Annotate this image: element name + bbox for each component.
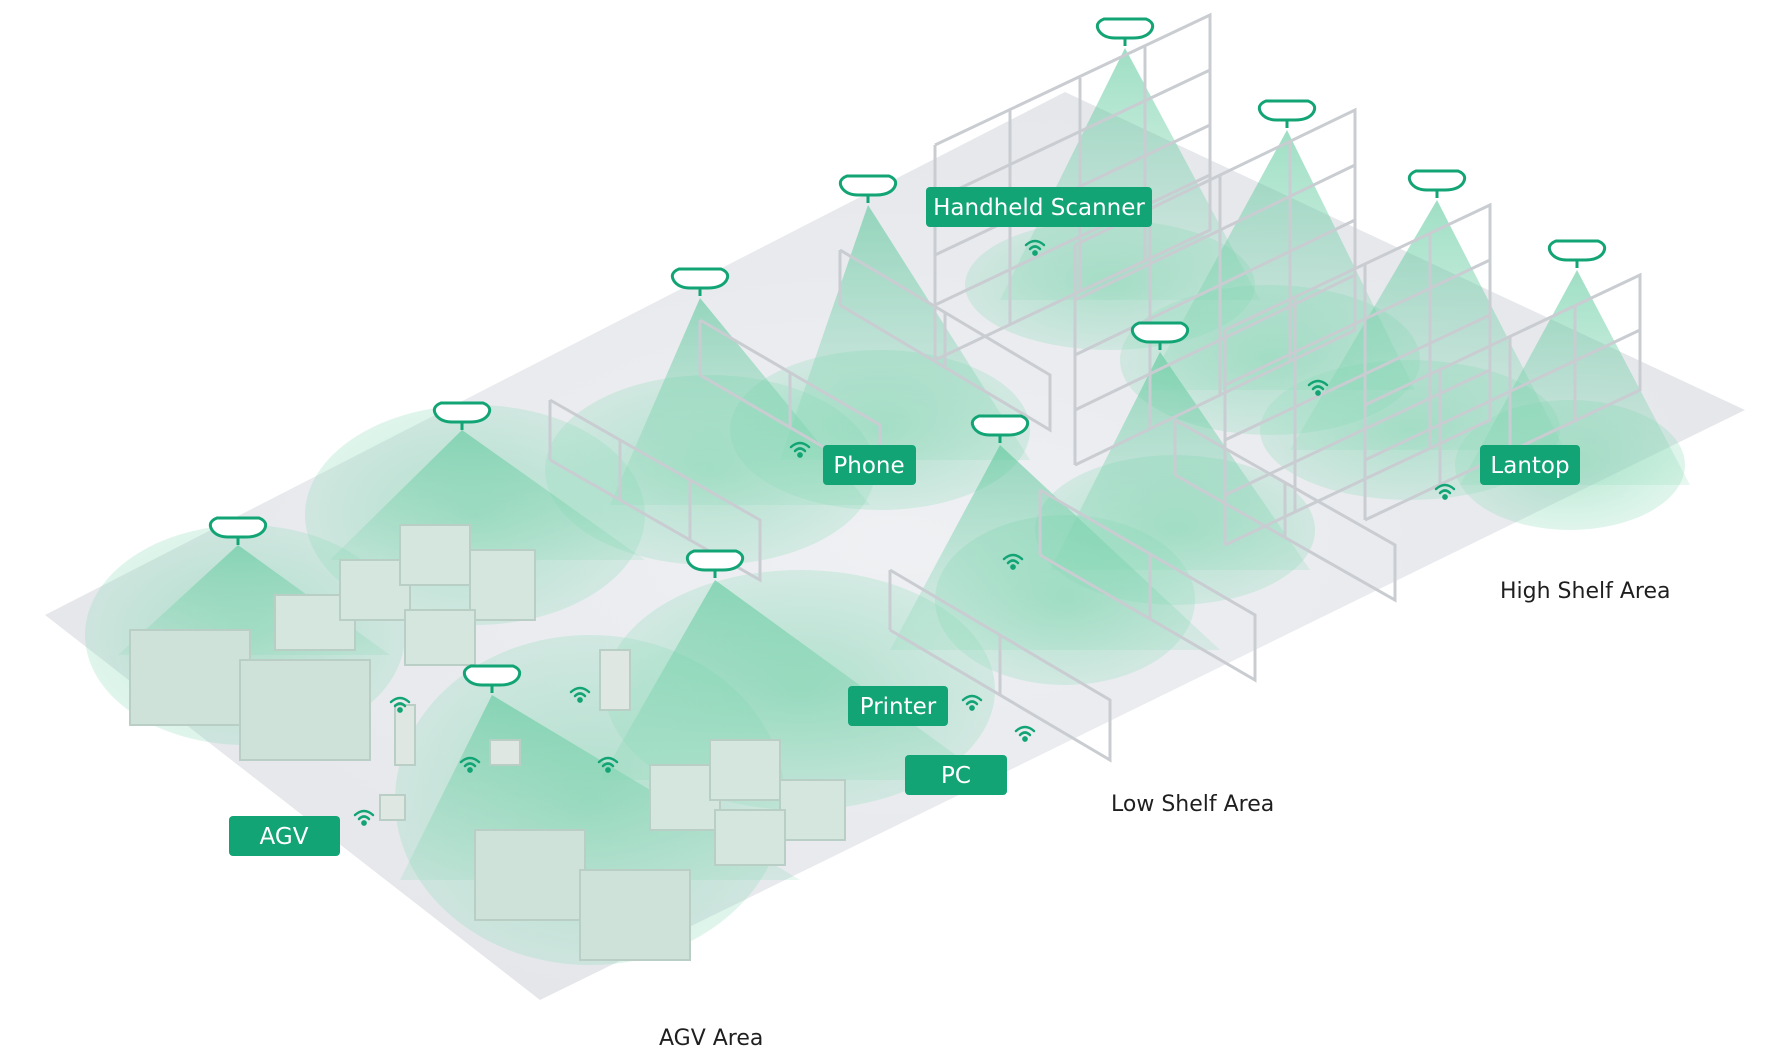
wifi-icon: [353, 809, 375, 826]
svg-text:AGV: AGV: [260, 824, 309, 850]
wifi-icon: [459, 756, 481, 773]
pallet-stack: [399, 524, 471, 586]
agv-robot: [599, 649, 631, 711]
pallet-stack: [649, 764, 721, 831]
pallet-stack: [469, 549, 536, 621]
pallet-stacks: [129, 524, 846, 961]
access-point-icon: [208, 516, 268, 545]
access-point-icon: [1407, 169, 1467, 198]
wifi-icon: [597, 756, 619, 773]
svg-text:Handheld Scanner: Handheld Scanner: [933, 195, 1145, 221]
wifi-markers: [353, 239, 1456, 826]
wifi-icon: [1307, 379, 1329, 396]
wifi-icon: [961, 694, 983, 711]
pallet-stack: [404, 609, 476, 666]
pallet-stack: [579, 869, 691, 961]
wifi-icon: [1024, 239, 1046, 256]
wifi-icon: [389, 696, 411, 713]
access-point-icon: [1130, 321, 1190, 350]
area-labels: High Shelf Area Low Shelf Area AGV Area: [659, 579, 1670, 1051]
pallet-stack: [274, 594, 356, 651]
wifi-icon: [1434, 483, 1456, 500]
svg-text:PC: PC: [941, 763, 971, 789]
coverage-cone: [600, 580, 990, 780]
wifi-icon: [1002, 553, 1024, 570]
phone-label: Phone: [823, 445, 916, 485]
access-point-icon: [1547, 239, 1607, 268]
agv-robot: [489, 739, 521, 766]
wifi-icon: [789, 441, 811, 458]
printer-label: Printer: [848, 686, 948, 726]
coverage-cone: [1290, 200, 1565, 450]
coverage-cone: [780, 205, 1030, 460]
coverage-cone: [1145, 130, 1415, 390]
access-points: [208, 17, 1607, 693]
low-shelf-area-label: Low Shelf Area: [1111, 792, 1274, 817]
svg-text:Phone: Phone: [833, 453, 904, 479]
access-point-icon: [970, 414, 1030, 443]
access-point-icon: [670, 267, 730, 296]
handheld-scanner-label: Handheld Scanner: [926, 187, 1152, 227]
coverage-cone: [890, 445, 1220, 650]
access-point-icon: [432, 401, 492, 430]
agv-robot: [394, 704, 416, 766]
agv-label: AGV: [229, 816, 340, 856]
pallet-stack: [474, 829, 586, 921]
access-point-icon: [838, 174, 898, 203]
pallet-stack: [129, 629, 251, 726]
pc-label: PC: [905, 755, 1007, 795]
pallet-stack: [339, 559, 411, 621]
agv-robot: [379, 794, 406, 821]
access-point-icon: [1257, 99, 1317, 128]
access-point-icon: [685, 549, 745, 578]
svg-text:Lantop: Lantop: [1490, 453, 1569, 479]
pallet-stack: [779, 779, 846, 841]
pallet-stack: [239, 659, 371, 761]
agv-area-label: AGV Area: [659, 1026, 763, 1051]
access-point-icon: [462, 664, 522, 693]
access-point-icon: [1095, 17, 1155, 46]
wifi-icon: [1014, 725, 1036, 742]
device-labels: Handheld Scanner Phone Lantop Printer PC…: [229, 187, 1580, 856]
wifi-icon: [569, 686, 591, 703]
high-shelf-area-label: High Shelf Area: [1500, 579, 1670, 604]
pallet-stack: [714, 809, 786, 866]
lantop-label: Lantop: [1480, 445, 1580, 485]
low-shelf-racks: [548, 248, 1397, 763]
svg-text:Printer: Printer: [860, 694, 937, 720]
pallet-stack: [709, 739, 781, 801]
